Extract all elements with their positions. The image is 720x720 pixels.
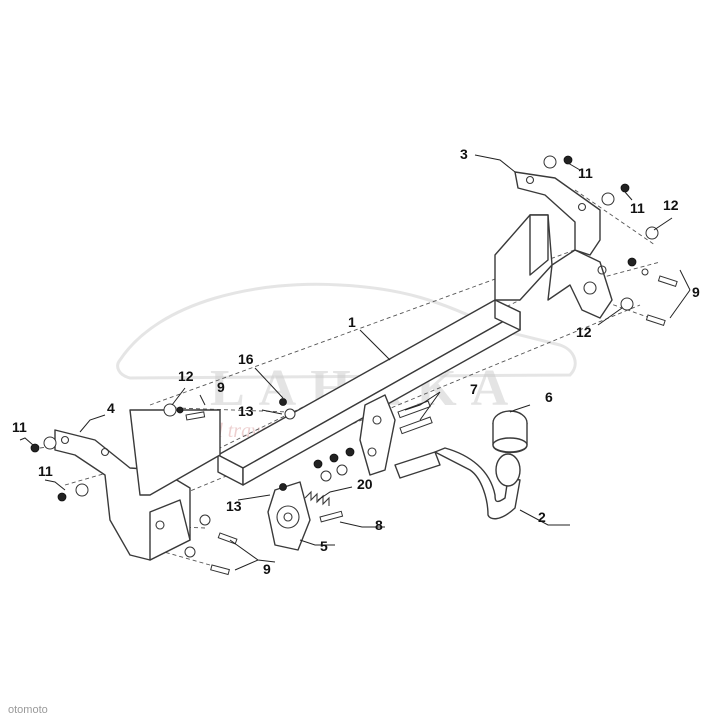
watermark-car-outline (116, 282, 577, 380)
callout-20: 20 (357, 476, 373, 492)
socket-plate (267, 481, 311, 551)
callouts: 1 2 3 4 5 6 7 8 9 9 9 11 11 11 11 12 12 … (12, 146, 700, 577)
callout-9-left: 9 (217, 379, 225, 395)
callout-4: 4 (107, 400, 115, 416)
callout-13-top: 13 (238, 403, 254, 419)
callout-11-right-top: 11 (578, 165, 593, 181)
right-top-strap (514, 171, 601, 256)
callout-13-bottom: 13 (226, 498, 242, 514)
fasteners (30, 155, 659, 558)
callout-1: 1 (348, 314, 356, 330)
bolts (185, 275, 678, 576)
tow-ball-neck (394, 447, 521, 520)
callout-12-right-bottom: 12 (576, 324, 592, 340)
callout-7: 7 (470, 381, 478, 397)
callout-8: 8 (375, 517, 383, 533)
leader-lines (19, 154, 691, 571)
callout-11-left-top: 11 (12, 419, 27, 435)
callout-11-right-bottom: 11 (630, 200, 645, 216)
spring (304, 490, 330, 506)
callout-2: 2 (538, 509, 546, 525)
callout-11-left-bottom: 11 (38, 463, 53, 479)
callout-5: 5 (320, 538, 328, 554)
socket-mount-bracket (359, 394, 396, 476)
callout-12-right-top: 12 (663, 197, 679, 213)
callout-12-left: 12 (178, 368, 194, 384)
callout-16: 16 (238, 351, 254, 367)
ball-cap (492, 410, 528, 454)
callout-6: 6 (545, 389, 553, 405)
source-credit: otomoto (8, 704, 48, 716)
left-side-bracket (54, 409, 221, 561)
callout-3: 3 (460, 146, 468, 162)
right-side-bracket (494, 214, 613, 319)
callout-9-right: 9 (692, 284, 700, 300)
callout-9-left-bottom: 9 (263, 561, 271, 577)
